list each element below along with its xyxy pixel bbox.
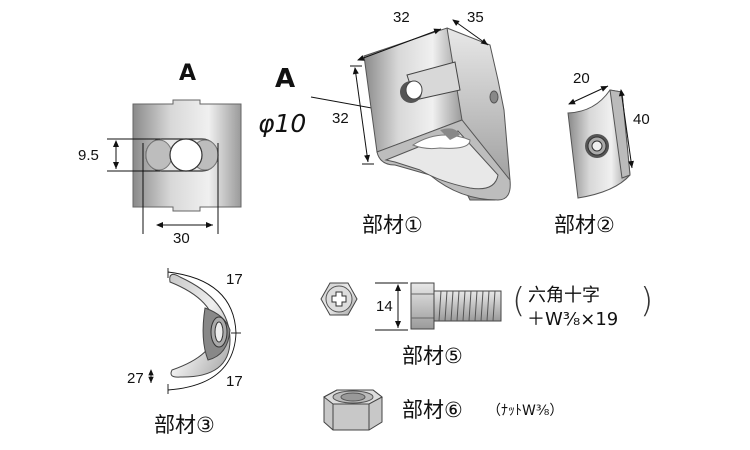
callout-letter: A xyxy=(275,64,296,94)
detail-a-slot-height: 9.5 xyxy=(78,147,99,164)
part3-bottom-radius: 17 xyxy=(226,373,243,390)
part5-label: 部材⑤ xyxy=(402,344,463,368)
part2-height: 40 xyxy=(633,111,650,128)
part2-label: 部材② xyxy=(554,213,615,237)
part5-threads xyxy=(438,290,496,322)
part2-width: 20 xyxy=(573,70,590,87)
part1-height: 32 xyxy=(332,110,349,127)
part1-width: 32 xyxy=(393,9,410,26)
part3-top-radius: 17 xyxy=(226,271,243,288)
detail-a-slot-width: 30 xyxy=(173,230,190,247)
part1-dimensions xyxy=(350,19,489,165)
part3-crescent xyxy=(169,273,231,378)
detail-a-plate xyxy=(132,99,242,212)
part5-desc-line2: ＋W³⁄₈×19 xyxy=(527,309,619,330)
part1-depth: 35 xyxy=(467,9,484,26)
detail-a-dimensions xyxy=(107,138,219,234)
part5-desc-line1: 六角十字 xyxy=(528,285,600,306)
part5-paren-open: ( xyxy=(512,281,526,321)
part3-dimensions xyxy=(148,268,241,394)
part2-dimensions xyxy=(568,85,634,169)
part5-dimensions xyxy=(375,282,408,331)
part2-plate xyxy=(567,89,631,199)
detail-a-title: A xyxy=(179,61,197,86)
part3-thickness: 27 xyxy=(127,370,144,387)
part6-nut xyxy=(323,389,383,431)
part6-desc: （ﾅｯﾄW³⁄₈） xyxy=(487,403,564,419)
part5-bolt-head-top xyxy=(320,282,358,316)
part5-head-size: 14 xyxy=(376,298,393,315)
part1-label: 部材① xyxy=(362,213,423,237)
part5-paren-close: ) xyxy=(640,281,654,321)
part1-bracket xyxy=(363,27,511,201)
part3-label: 部材③ xyxy=(154,413,215,437)
part6-label: 部材⑥ xyxy=(402,398,463,422)
callout-diameter: φ10 xyxy=(258,109,307,138)
